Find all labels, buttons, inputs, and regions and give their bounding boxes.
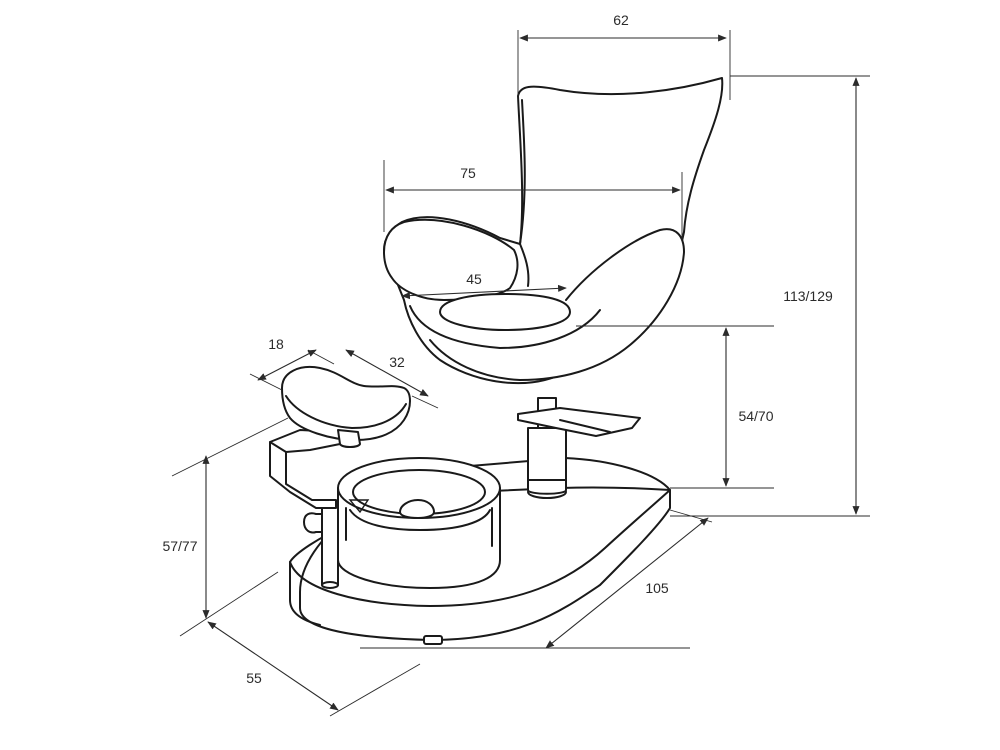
label-footrest-depth: 18 <box>268 336 284 352</box>
label-base-width: 55 <box>246 670 262 686</box>
egg-chair-shell <box>383 77 724 385</box>
footrest-bracket <box>269 429 341 509</box>
footrest-cushion <box>281 366 411 448</box>
height-adjust-knob-icon <box>303 512 323 534</box>
label-base-length: 105 <box>645 580 669 596</box>
drain-icon <box>399 499 435 519</box>
label-total-height: 113/129 <box>783 288 833 304</box>
label-armrest-width: 75 <box>460 165 476 181</box>
footrest-post <box>303 504 339 589</box>
dimension-lines <box>171 30 870 717</box>
dimension-labels: 62 75 45 113/129 54/70 18 32 57/77 55 10… <box>162 12 833 686</box>
label-footrest-height: 57/77 <box>162 538 197 554</box>
footbath-basin <box>337 457 501 589</box>
label-seat-width: 45 <box>466 271 482 287</box>
base-foot <box>423 635 443 645</box>
pedicure-chair-illustration <box>269 77 724 645</box>
label-seat-height: 54/70 <box>738 408 773 424</box>
label-footrest-width: 32 <box>389 354 405 370</box>
label-backrest-width: 62 <box>613 12 629 28</box>
chair-pedestal <box>517 397 641 499</box>
